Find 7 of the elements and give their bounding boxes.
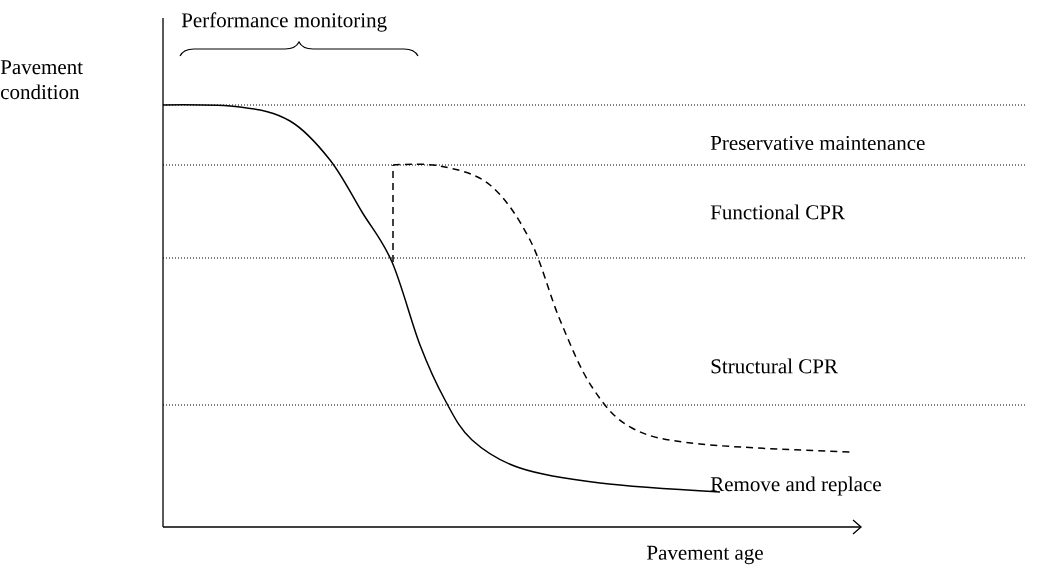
zone-label: Remove and replace <box>710 476 881 496</box>
zone-label: Structural CPR <box>711 358 838 374</box>
brace-label: Performance monitoring <box>181 12 387 32</box>
axis-label: Pavement condition <box>0 60 83 100</box>
axis-label: Pavement age <box>647 545 763 565</box>
zone-label: Preservative maintenance <box>710 135 925 151</box>
zone-label: Functional CPR <box>710 204 845 220</box>
